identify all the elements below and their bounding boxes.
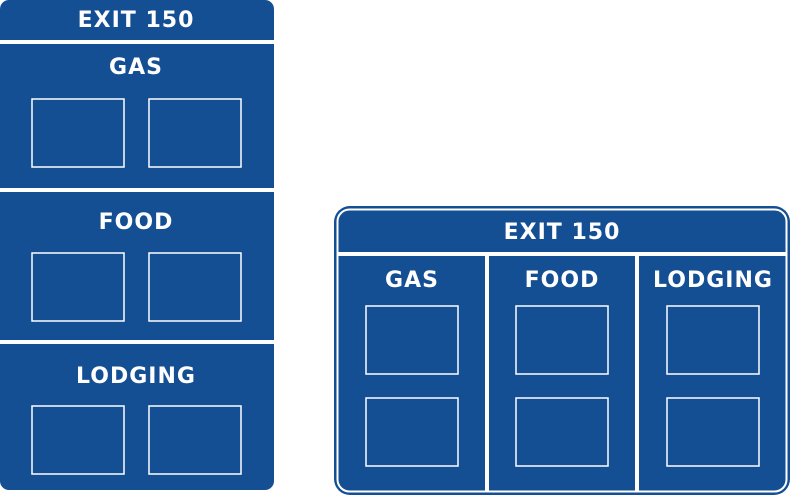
vertical-section-food: FOOD — [31, 210, 242, 322]
logo-panel — [31, 98, 125, 168]
horizontal-service-label-gas: GAS — [385, 268, 439, 293]
horizontal-sign-background — [334, 206, 790, 495]
logo-panel — [515, 305, 609, 375]
vertical-section-lodging: LODGING — [31, 364, 242, 475]
logo-panel — [365, 305, 459, 375]
horizontal-service-label-lodging: LODGING — [653, 268, 773, 293]
logo-panel — [148, 252, 242, 322]
vertical-section-gas: GAS — [31, 55, 242, 168]
horizontal-exit-label: EXIT 150 — [504, 220, 621, 245]
vertical-service-label-food: FOOD — [99, 210, 174, 235]
horizontal-section-food: FOOD — [515, 268, 609, 467]
horizontal-section-gas: GAS — [365, 268, 459, 467]
vertical-service-label-gas: GAS — [109, 55, 163, 80]
horizontal-service-sign: EXIT 150 GAS FOOD LODGING — [334, 206, 790, 495]
logo-panel — [515, 397, 609, 467]
logo-panel — [148, 405, 242, 475]
horizontal-sign-border — [336, 208, 788, 493]
logo-panel — [31, 405, 125, 475]
logo-panel — [148, 98, 242, 168]
logo-panel — [31, 252, 125, 322]
vertical-exit-label: EXIT 150 — [78, 8, 195, 33]
horizontal-section-lodging: LODGING — [653, 268, 773, 467]
logo-panel — [666, 305, 760, 375]
horizontal-service-label-food: FOOD — [525, 268, 600, 293]
vertical-sign-background — [0, 0, 274, 490]
vertical-service-label-lodging: LODGING — [76, 364, 196, 389]
logo-panel — [365, 397, 459, 467]
logo-panel — [666, 397, 760, 467]
vertical-service-sign: EXIT 150 GAS FOOD LODGING — [0, 0, 274, 490]
